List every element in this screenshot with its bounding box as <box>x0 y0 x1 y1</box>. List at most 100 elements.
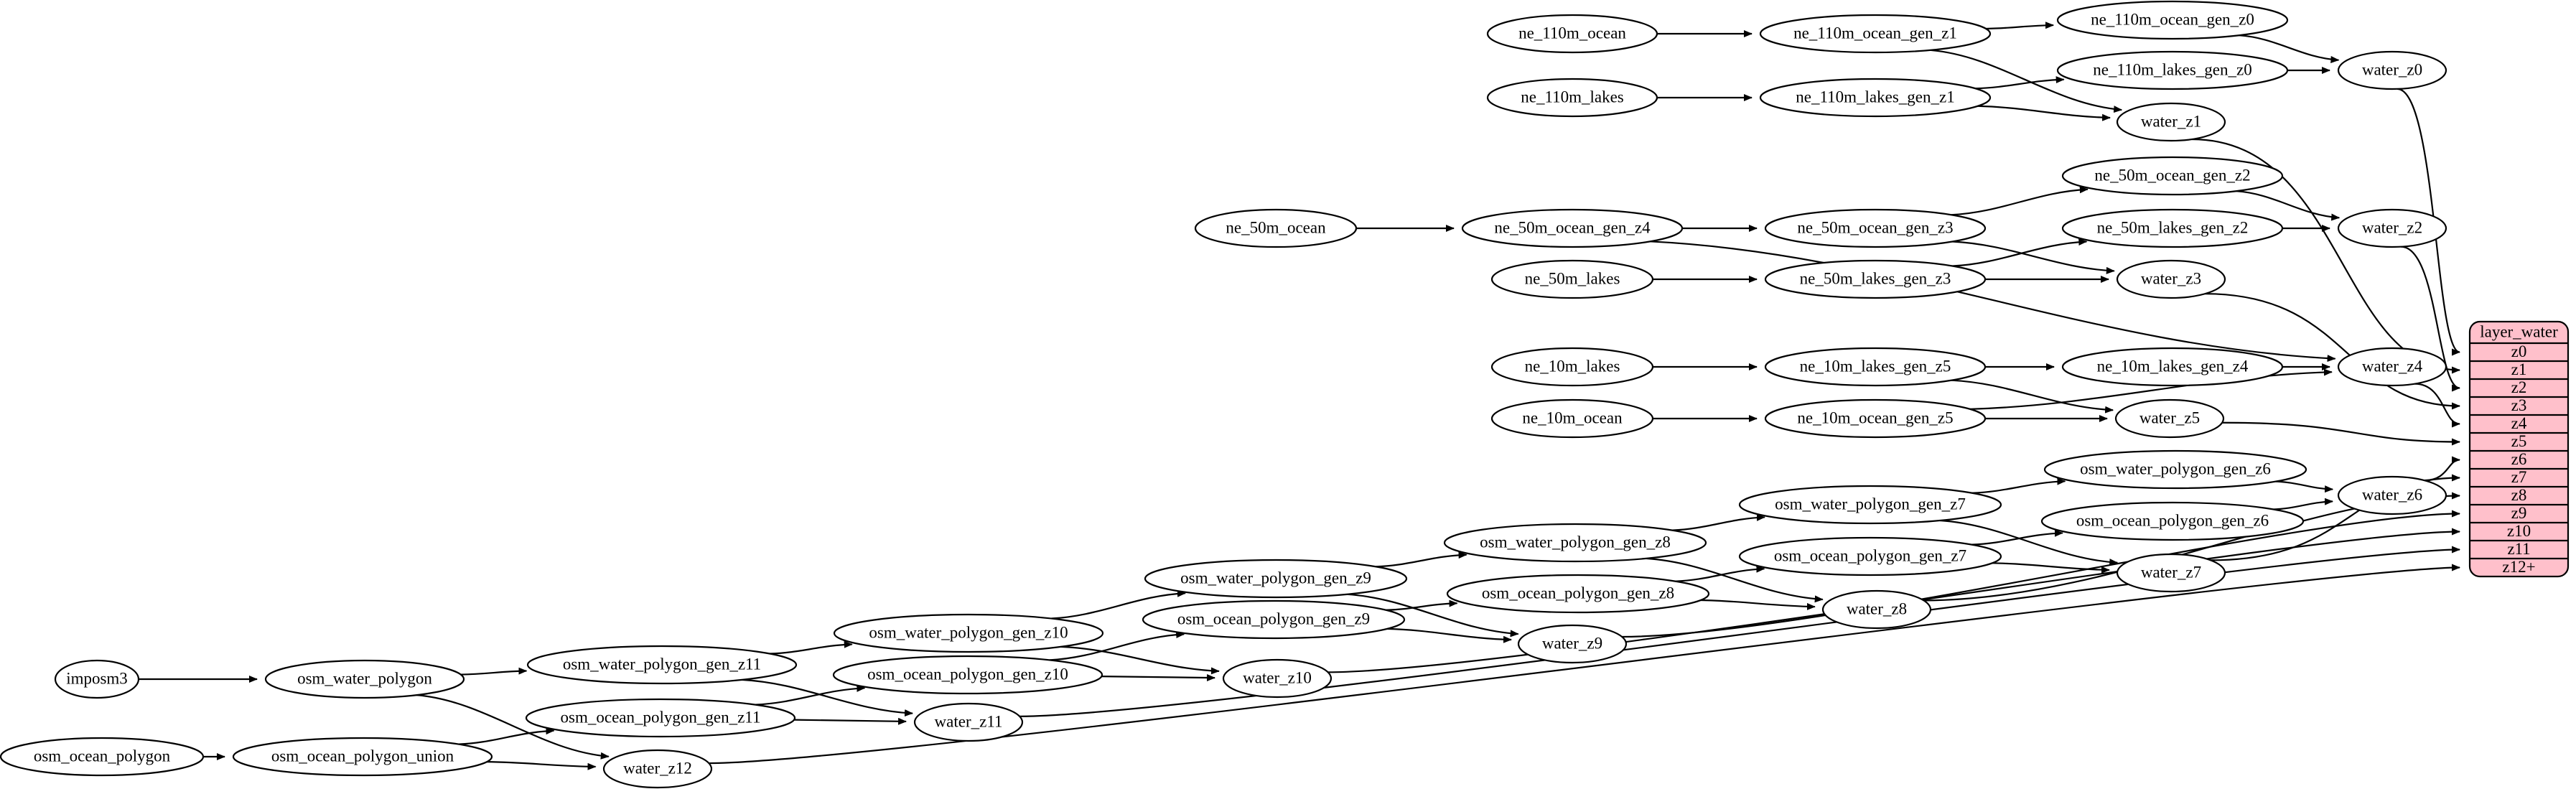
node-osm_water_polygon_gen_z6[interactable]: osm_water_polygon_gen_z6 <box>2043 449 2307 490</box>
node-shape[interactable] <box>54 659 140 699</box>
record-row-z9[interactable]: z9 <box>2511 504 2527 522</box>
node-shape[interactable] <box>526 645 798 685</box>
node-osm_water_polygon_gen_z7[interactable]: osm_water_polygon_gen_z7 <box>1738 485 2002 525</box>
node-shape[interactable] <box>1144 559 1408 599</box>
node-osm_water_polygon_gen_z11[interactable]: osm_water_polygon_gen_z11 <box>526 645 798 685</box>
node-ne_50m_lakes_gen_z2[interactable]: ne_50m_lakes_gen_z2 <box>2061 208 2284 248</box>
node-shape[interactable] <box>1764 398 1987 439</box>
record-row-z10[interactable]: z10 <box>2507 522 2531 540</box>
record-row-z2[interactable]: z2 <box>2511 378 2527 396</box>
node-shape[interactable] <box>1490 398 1654 439</box>
node-ne_50m_ocean_gen_z3[interactable]: ne_50m_ocean_gen_z3 <box>1764 208 1987 248</box>
node-shape[interactable] <box>525 698 796 738</box>
node-ne_10m_ocean[interactable]: ne_10m_ocean <box>1490 398 1654 439</box>
node-shape[interactable] <box>1486 78 1658 118</box>
node-shape[interactable] <box>602 749 713 789</box>
node-imposm3[interactable]: imposm3 <box>54 659 140 699</box>
node-shape[interactable] <box>832 655 1103 695</box>
node-shape[interactable] <box>1738 536 2002 576</box>
node-shape[interactable] <box>1194 208 1358 248</box>
node-shape[interactable] <box>2043 449 2307 490</box>
node-osm_ocean_polygon_gen_z10[interactable]: osm_ocean_polygon_gen_z10 <box>832 655 1103 695</box>
node-shape[interactable] <box>2056 50 2289 90</box>
node-water_z12[interactable]: water_z12 <box>602 749 713 789</box>
node-shape[interactable] <box>2061 156 2284 196</box>
node-ne_110m_ocean_gen_z1[interactable]: ne_110m_ocean_gen_z1 <box>1759 14 1992 54</box>
node-shape[interactable] <box>2061 208 2284 248</box>
node-shape[interactable] <box>1759 14 1992 54</box>
node-ne_10m_lakes_gen_z5[interactable]: ne_10m_lakes_gen_z5 <box>1764 347 1987 387</box>
node-shape[interactable] <box>1764 259 1987 299</box>
record-row-z5[interactable]: z5 <box>2511 432 2527 450</box>
node-water_z5[interactable]: water_z5 <box>2114 398 2225 439</box>
node-ne_50m_lakes[interactable]: ne_50m_lakes <box>1490 259 1654 299</box>
node-ne_50m_ocean_gen_z2[interactable]: ne_50m_ocean_gen_z2 <box>2061 156 2284 196</box>
node-shape[interactable] <box>1517 624 1628 664</box>
node-osm_ocean_polygon_union[interactable]: osm_ocean_polygon_union <box>232 737 493 777</box>
node-ne_50m_lakes_gen_z3[interactable]: ne_50m_lakes_gen_z3 <box>1764 259 1987 299</box>
node-shape[interactable] <box>0 737 205 777</box>
record-row-z0[interactable]: z0 <box>2511 342 2527 360</box>
node-water_z7[interactable]: water_z7 <box>2116 553 2226 593</box>
node-ne_110m_ocean_gen_z0[interactable]: ne_110m_ocean_gen_z0 <box>2056 0 2289 40</box>
node-water_z10[interactable]: water_z10 <box>1222 658 1333 699</box>
record-row-z1[interactable]: z1 <box>2511 360 2527 378</box>
node-shape[interactable] <box>2061 347 2284 387</box>
node-shape[interactable] <box>2116 553 2226 593</box>
node-shape[interactable] <box>1490 259 1654 299</box>
node-water_z4[interactable]: water_z4 <box>2337 347 2447 387</box>
node-osm_ocean_polygon[interactable]: osm_ocean_polygon <box>0 737 205 777</box>
node-shape[interactable] <box>1142 599 1406 640</box>
node-shape[interactable] <box>2056 0 2289 40</box>
node-water_z0[interactable]: water_z0 <box>2337 50 2447 90</box>
node-ne_110m_ocean[interactable]: ne_110m_ocean <box>1486 14 1658 54</box>
node-shape[interactable] <box>1222 658 1333 699</box>
node-osm_water_polygon_gen_z8[interactable]: osm_water_polygon_gen_z8 <box>1443 523 1707 563</box>
node-shape[interactable] <box>1821 589 1932 630</box>
record-row-z11[interactable]: z11 <box>2507 540 2530 558</box>
record-row-z8[interactable]: z8 <box>2511 486 2527 504</box>
node-shape[interactable] <box>1764 347 1987 387</box>
node-shape[interactable] <box>1738 485 2002 525</box>
node-shape[interactable] <box>1759 78 1992 118</box>
record-row-z6[interactable]: z6 <box>2511 450 2527 468</box>
node-shape[interactable] <box>2337 208 2447 248</box>
node-ne_10m_ocean_gen_z5[interactable]: ne_10m_ocean_gen_z5 <box>1764 398 1987 439</box>
node-ne_110m_lakes_gen_z0[interactable]: ne_110m_lakes_gen_z0 <box>2056 50 2289 90</box>
node-ne_10m_lakes[interactable]: ne_10m_lakes <box>1490 347 1654 387</box>
node-osm_ocean_polygon_gen_z8[interactable]: osm_ocean_polygon_gen_z8 <box>1446 574 1710 614</box>
node-shape[interactable] <box>2337 347 2447 387</box>
node-ne_10m_lakes_gen_z4[interactable]: ne_10m_lakes_gen_z4 <box>2061 347 2284 387</box>
node-shape[interactable] <box>913 702 1024 742</box>
node-water_z9[interactable]: water_z9 <box>1517 624 1628 664</box>
node-shape[interactable] <box>2337 475 2447 515</box>
node-shape[interactable] <box>1490 347 1654 387</box>
record-row-z7[interactable]: z7 <box>2511 468 2527 486</box>
node-water_z2[interactable]: water_z2 <box>2337 208 2447 248</box>
node-ne_50m_ocean[interactable]: ne_50m_ocean <box>1194 208 1358 248</box>
node-water_z1[interactable]: water_z1 <box>2116 102 2226 142</box>
node-ne_110m_lakes[interactable]: ne_110m_lakes <box>1486 78 1658 118</box>
node-osm_ocean_polygon_gen_z7[interactable]: osm_ocean_polygon_gen_z7 <box>1738 536 2002 576</box>
node-osm_water_polygon[interactable]: osm_water_polygon <box>264 659 465 699</box>
node-osm_ocean_polygon_gen_z9[interactable]: osm_ocean_polygon_gen_z9 <box>1142 599 1406 640</box>
node-osm_water_polygon_gen_z10[interactable]: osm_water_polygon_gen_z10 <box>833 613 1104 653</box>
node-osm_ocean_polygon_gen_z11[interactable]: osm_ocean_polygon_gen_z11 <box>525 698 796 738</box>
record-row-z12plus[interactable]: z12+ <box>2502 558 2535 576</box>
node-shape[interactable] <box>232 737 493 777</box>
node-osm_water_polygon_gen_z9[interactable]: osm_water_polygon_gen_z9 <box>1144 559 1408 599</box>
node-water_z3[interactable]: water_z3 <box>2116 259 2226 299</box>
node-water_z11[interactable]: water_z11 <box>913 702 1024 742</box>
node-ne_50m_ocean_gen_z4[interactable]: ne_50m_ocean_gen_z4 <box>1461 208 1684 248</box>
node-water_z6[interactable]: water_z6 <box>2337 475 2447 515</box>
node-shape[interactable] <box>1764 208 1987 248</box>
node-shape[interactable] <box>2040 501 2305 541</box>
node-shape[interactable] <box>2116 259 2226 299</box>
node-shape[interactable] <box>2114 398 2225 439</box>
node-shape[interactable] <box>264 659 465 699</box>
node-shape[interactable] <box>1461 208 1684 248</box>
node-ne_110m_lakes_gen_z1[interactable]: ne_110m_lakes_gen_z1 <box>1759 78 1992 118</box>
node-shape[interactable] <box>833 613 1104 653</box>
node-shape[interactable] <box>2337 50 2447 90</box>
node-shape[interactable] <box>2116 102 2226 142</box>
